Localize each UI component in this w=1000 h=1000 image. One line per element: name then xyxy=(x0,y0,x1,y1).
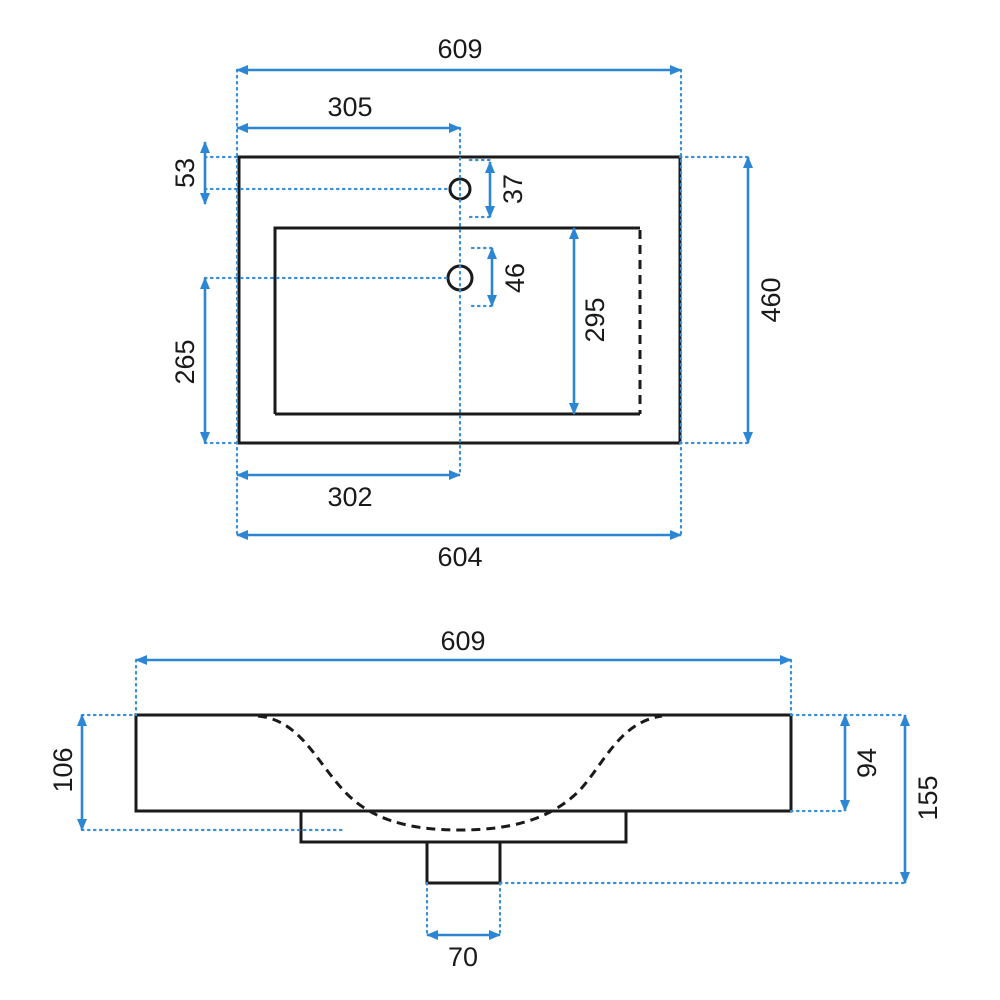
basin-hidden-profile xyxy=(257,714,663,832)
label-tap-from-edge: 53 xyxy=(170,158,200,188)
label-drain-from-front: 265 xyxy=(170,339,200,384)
label-drain-offset: 302 xyxy=(327,482,372,512)
label-overall-depth: 460 xyxy=(756,277,786,322)
drain-outlet-outline xyxy=(425,840,502,885)
top-view: 609 305 53 37 46 295 265 460 302 604 xyxy=(170,34,786,572)
label-overall-width-bottom: 604 xyxy=(437,542,482,572)
label-tap-offset: 305 xyxy=(327,92,372,122)
label-tap-diameter: 37 xyxy=(498,174,528,204)
label-rim-height: 106 xyxy=(48,747,78,792)
sink-body-outline xyxy=(134,713,793,813)
side-view: 609 106 94 155 70 xyxy=(48,626,943,972)
extension-lines-top xyxy=(203,68,750,537)
extension-lines-side xyxy=(80,658,907,937)
sink-base-outline xyxy=(299,811,628,844)
label-body-height: 94 xyxy=(852,748,882,778)
label-drain-diameter: 46 xyxy=(500,263,530,293)
label-overall-width-top: 609 xyxy=(437,34,482,64)
label-basin-depth: 295 xyxy=(580,297,610,342)
basin-outline xyxy=(273,226,640,414)
label-total-height: 155 xyxy=(913,775,943,820)
label-side-width: 609 xyxy=(440,626,485,656)
label-outlet-width: 70 xyxy=(448,942,478,972)
sink-outline-top xyxy=(237,155,682,445)
